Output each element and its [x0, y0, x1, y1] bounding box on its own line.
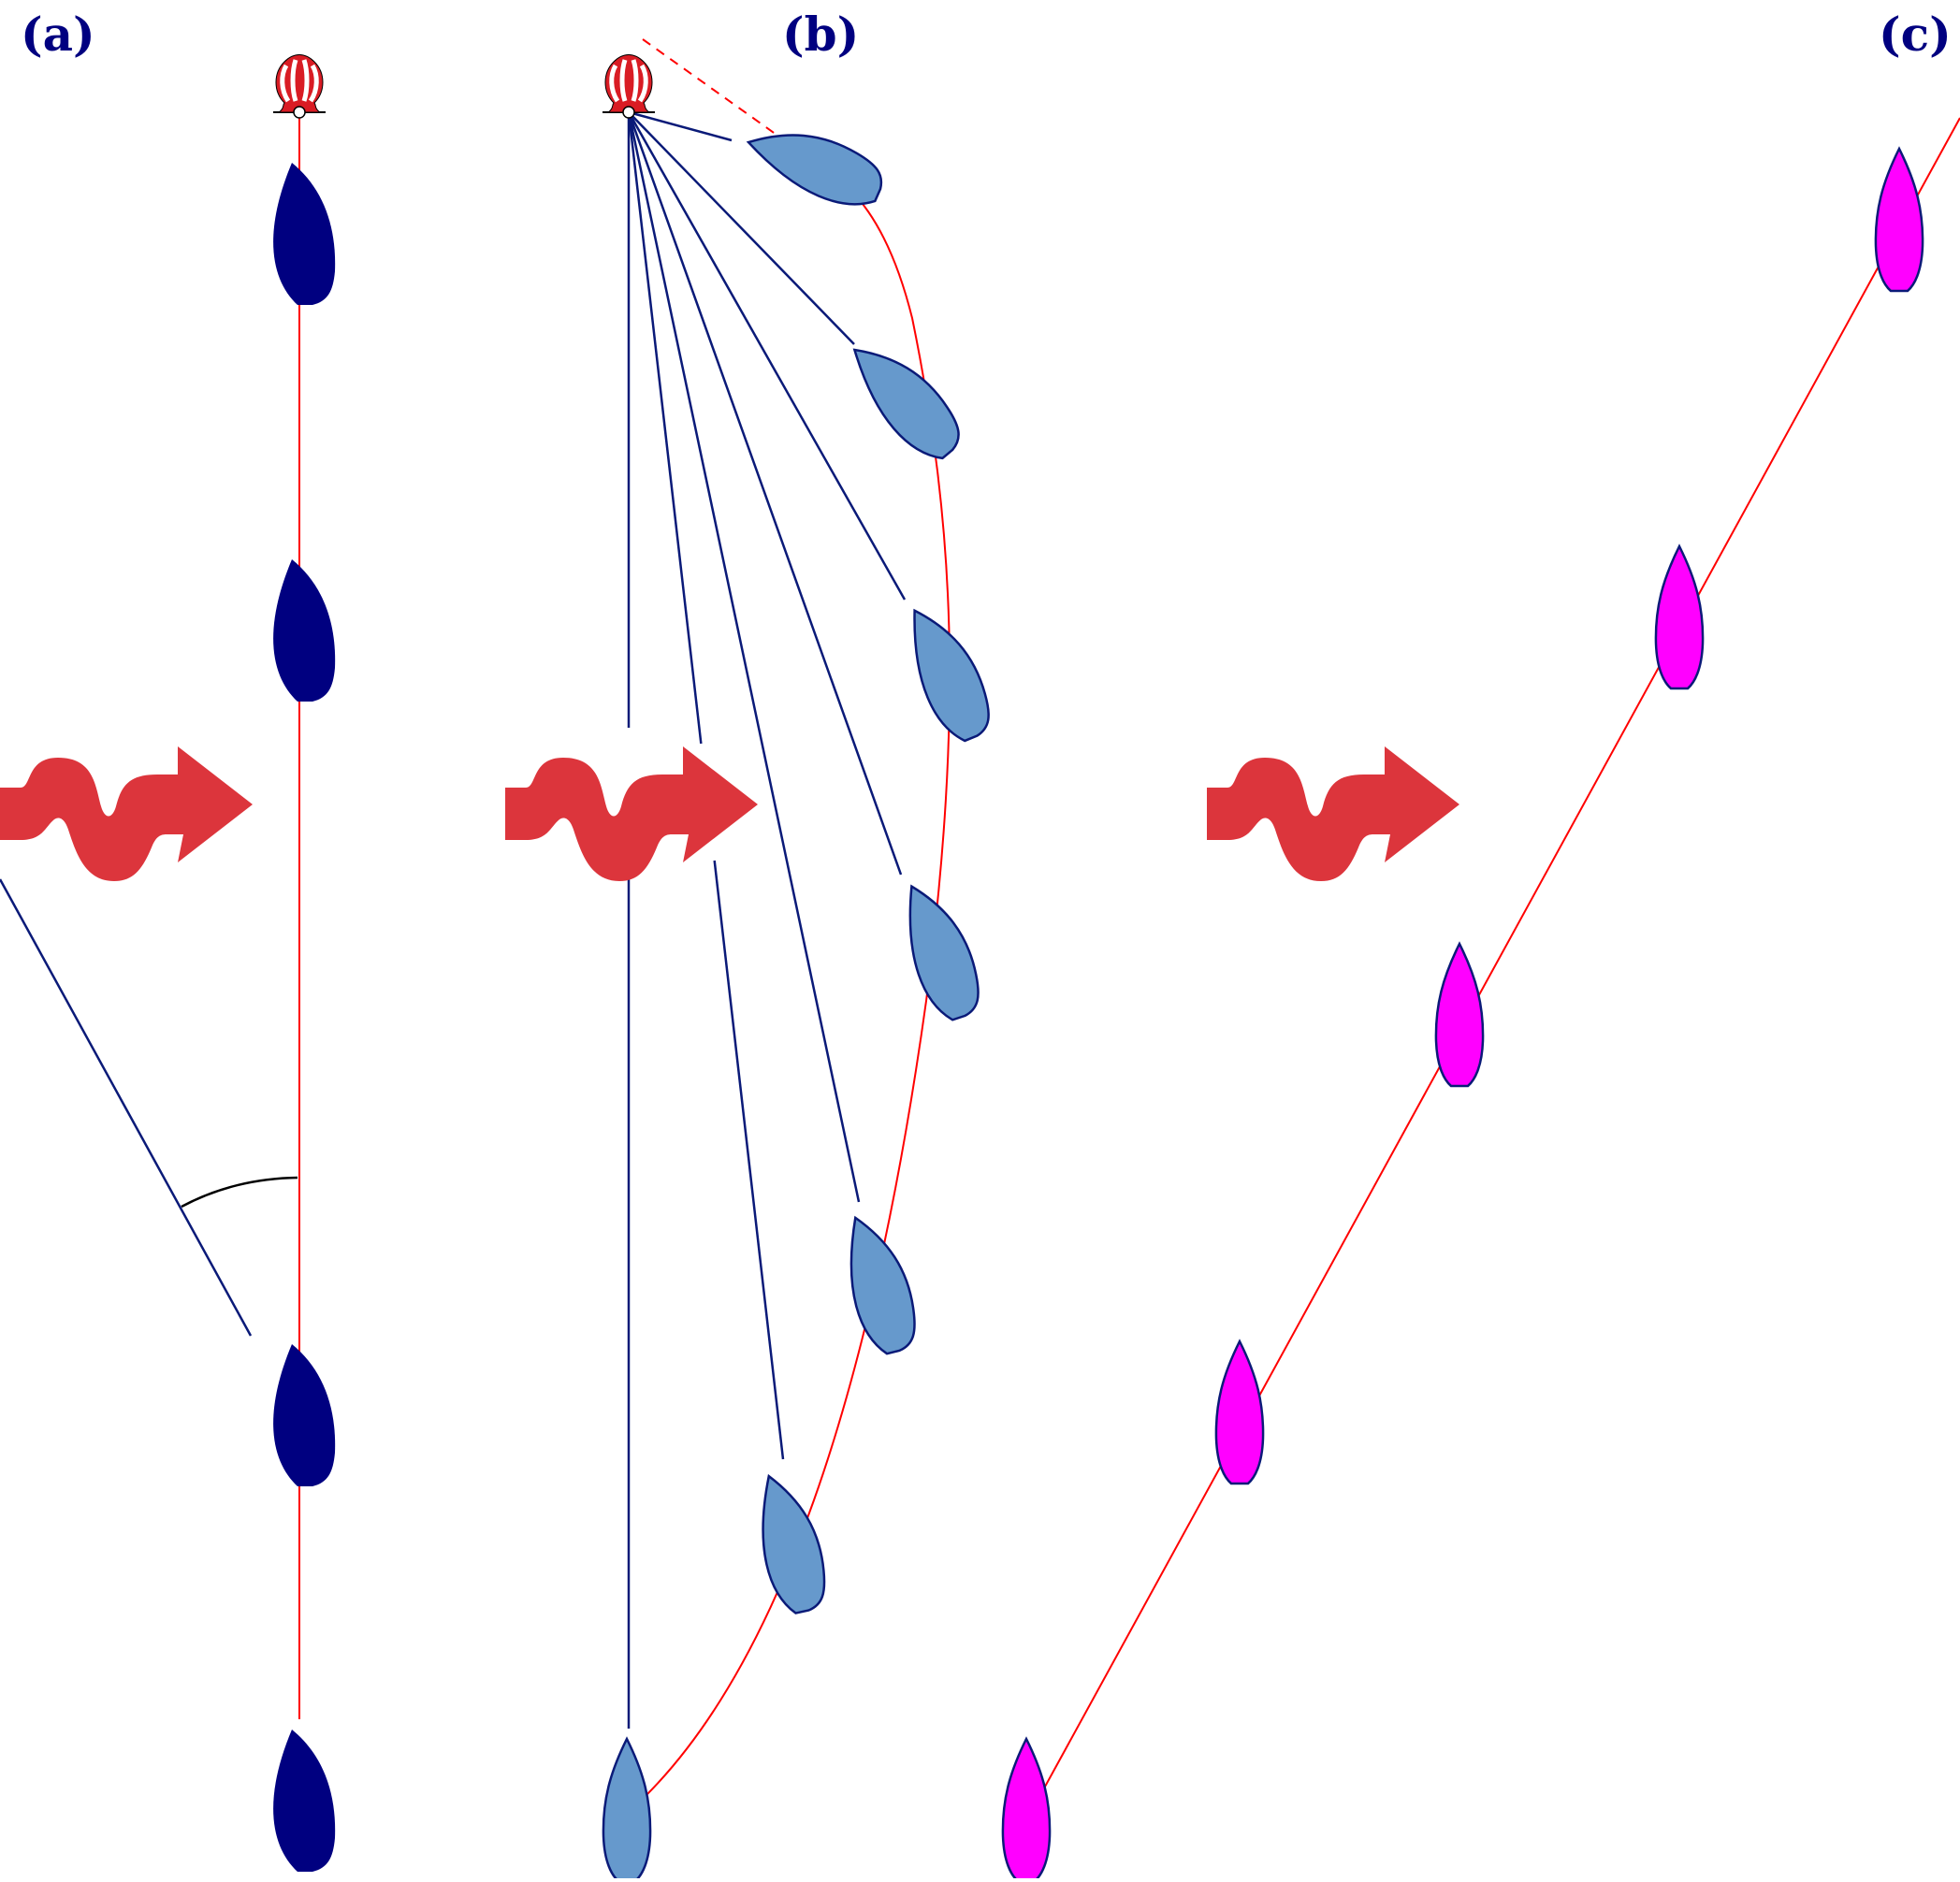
- boat-hull: [895, 875, 987, 1027]
- boat-icon: [752, 1469, 831, 1618]
- previous-track-dashed: [642, 38, 777, 136]
- boat-hull: [1214, 1339, 1265, 1485]
- boat-hull: [740, 104, 893, 223]
- buoy-stripe-3: [301, 59, 310, 102]
- boat-icon: [1214, 1339, 1265, 1485]
- boat-icon: [273, 1344, 336, 1486]
- tether-line: [627, 111, 703, 745]
- boat-icon: [1654, 544, 1705, 690]
- boat-hull: [1654, 544, 1705, 690]
- boat-icon: [1874, 147, 1924, 293]
- wind-arrow-icon: [505, 746, 758, 881]
- boat-hull: [752, 1469, 831, 1618]
- buoy-stripe-4: [308, 64, 319, 103]
- boat-icon: [273, 163, 336, 305]
- panel-label-b: (b): [782, 7, 860, 62]
- boat-hull: [273, 1344, 336, 1486]
- buoy-icon: [273, 54, 326, 119]
- tether-line: [628, 110, 733, 142]
- boat-icon: [841, 324, 971, 473]
- boat-icon: [839, 1209, 922, 1359]
- boat-hull: [273, 163, 336, 305]
- tether-line: [627, 111, 907, 601]
- panel-label-c: (c): [1879, 7, 1952, 62]
- wind-direction-line: [0, 878, 253, 1337]
- boat-icon: [602, 1737, 652, 1882]
- wind-arrow-shape: [505, 746, 758, 881]
- boat-icon: [895, 875, 987, 1027]
- buoy-stripe-4: [637, 64, 648, 103]
- buoy-stripe-3: [631, 59, 639, 102]
- tether-line: [628, 111, 855, 345]
- buoy-stripe-2: [619, 59, 628, 102]
- boat-hull: [273, 559, 336, 702]
- boat-hull: [1434, 942, 1485, 1088]
- buoy-stripe-1: [280, 64, 291, 103]
- panel-b: [505, 38, 998, 1882]
- boat-hull: [1001, 1737, 1052, 1882]
- panel-a: [0, 54, 336, 1872]
- buoy-stripe-2: [290, 59, 298, 102]
- buoy-anchor-point: [293, 106, 306, 119]
- wind-arrow-shape: [0, 746, 253, 881]
- boat-hull: [602, 1737, 652, 1882]
- angle-arc: [181, 1176, 298, 1209]
- boat-icon: [273, 559, 336, 702]
- boat-icon: [740, 104, 893, 223]
- wind-arrow-shape: [1207, 746, 1459, 881]
- boat-hull: [839, 1209, 922, 1359]
- boat-hull: [273, 1730, 336, 1872]
- panel-label-a: (a): [21, 7, 95, 62]
- wind-arrow-icon: [0, 746, 253, 881]
- course-line: [1044, 117, 1960, 1788]
- tether-line: [713, 860, 785, 1460]
- boat-hull: [1874, 147, 1924, 293]
- buoy-stripe-1: [609, 64, 620, 103]
- wind-arrow-icon: [1207, 746, 1459, 881]
- boat-hull: [841, 324, 971, 473]
- tether-line: [627, 111, 903, 876]
- boat-icon: [273, 1730, 336, 1872]
- buoy-icon: [603, 54, 655, 119]
- tether-line: [627, 111, 861, 1203]
- panel-c: [1001, 117, 1960, 1882]
- boat-icon: [1001, 1737, 1052, 1882]
- boat-icon: [1434, 942, 1485, 1088]
- buoy-anchor-point: [622, 106, 635, 119]
